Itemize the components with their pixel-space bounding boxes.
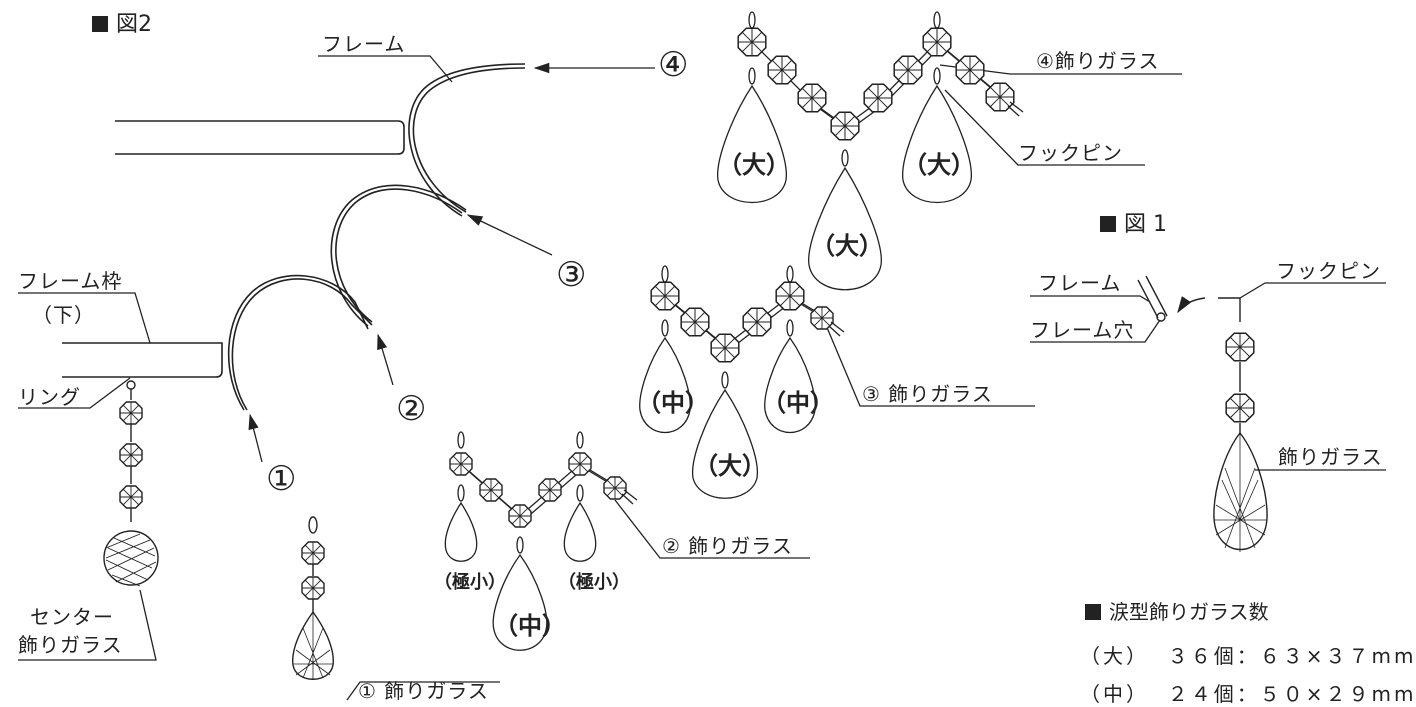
label-fig1-frame-hole: フレーム穴 — [1030, 318, 1135, 342]
drop-label-tiny: （極小） — [434, 572, 506, 593]
number-1: ① — [266, 459, 297, 499]
glass-4-garland — [717, 11, 1024, 291]
arrows — [248, 62, 655, 463]
count-row-medium: （中） ２４個：５０×２９mm — [1080, 682, 1416, 706]
drop-label-large: （大） — [811, 232, 883, 260]
diagram-canvas — [18, 11, 1386, 701]
lower-frame-bar — [62, 342, 223, 378]
label-frame-top: フレーム — [322, 32, 406, 56]
drop-label-large: （大） — [903, 151, 975, 179]
drop-label-medium: （中） — [494, 612, 566, 640]
glass-1-pendant — [292, 516, 334, 680]
label-glass-3: ③ 飾りガラス — [862, 382, 993, 406]
drop-label-tiny: （極小） — [558, 572, 630, 593]
label-fig1-hook-pin: フックピン — [1276, 259, 1381, 283]
label-center-glass: センター — [30, 605, 114, 629]
glass-2-garland — [444, 431, 638, 651]
number-2: ② — [396, 389, 427, 429]
fig2-title: 図2 — [92, 6, 152, 38]
label-fig1-glass: 飾りガラス — [1278, 445, 1383, 469]
fig1-detail — [1030, 275, 1386, 552]
square-bullet-icon — [1100, 216, 1116, 232]
label-center-glass-sub: 飾りガラス — [18, 633, 123, 657]
frame-arcs — [227, 63, 526, 411]
fig1-title: 図 1 — [1100, 206, 1167, 238]
label-glass-2: ② 飾りガラス — [662, 534, 793, 558]
square-bullet-icon — [92, 16, 108, 32]
label-ring: リング — [18, 385, 81, 409]
leader-lines — [18, 55, 1182, 701]
label-hook-pin-top: フックピン — [1018, 141, 1123, 165]
label-glass-4: ④飾りガラス — [1036, 49, 1160, 73]
count-row-large: （大） ３６個：６３×３７mm — [1080, 644, 1416, 668]
drop-label-medium: （中） — [637, 389, 709, 417]
drop-label-large: （大） — [694, 452, 766, 480]
number-3: ③ — [556, 255, 587, 295]
square-bullet-icon — [1085, 604, 1101, 620]
label-glass-1: ① 飾りガラス — [358, 679, 489, 703]
number-4: ④ — [658, 45, 689, 85]
glass-3-garland — [639, 265, 845, 499]
center-glass-pendant — [103, 380, 159, 587]
upper-frame-bar — [115, 120, 405, 155]
label-fig1-frame: フレーム — [1038, 271, 1122, 295]
label-frame-lower-sub: （下） — [32, 303, 95, 327]
drop-label-medium: （中） — [762, 389, 834, 417]
label-frame-lower: フレーム枠 — [18, 269, 123, 293]
drop-label-large: （大） — [718, 151, 790, 179]
count-table-title: 涙型飾りガラス数 — [1085, 596, 1269, 625]
